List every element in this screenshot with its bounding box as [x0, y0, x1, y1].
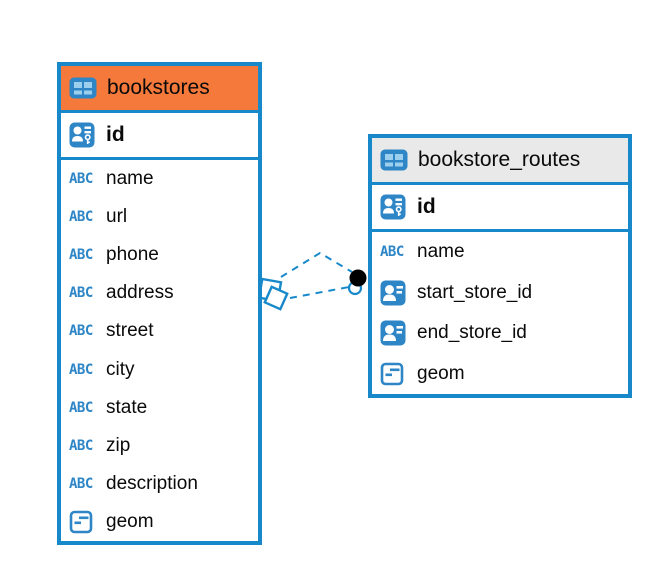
- text-type-icon: ABC: [69, 399, 93, 416]
- table-bookstores[interactable]: bookstores id ABC name ABC url ABC phone: [57, 62, 262, 545]
- header-divider: [372, 182, 628, 185]
- column-row-name[interactable]: ABC name: [372, 232, 628, 273]
- table-icon: [380, 149, 410, 171]
- text-type-icon: ABC: [69, 437, 93, 454]
- column-row-phone[interactable]: ABC phone: [61, 236, 258, 274]
- column-row-id[interactable]: id: [372, 185, 628, 229]
- text-type-icon: ABC: [69, 209, 93, 226]
- column-row-name[interactable]: ABC name: [61, 160, 258, 198]
- column-name: description: [106, 472, 198, 494]
- column-name: state: [106, 396, 148, 418]
- primary-key-icon: [380, 194, 410, 220]
- relation-diamond-marker: [257, 277, 289, 311]
- relation-dot-marker: [347, 269, 367, 296]
- column-row-geom[interactable]: geom: [372, 354, 628, 395]
- column-name: name: [106, 168, 154, 190]
- column-row-start-store-id[interactable]: start_store_id: [372, 273, 628, 314]
- table-header-bookstores[interactable]: bookstores: [61, 66, 258, 110]
- column-name: id: [106, 123, 125, 146]
- foreign-key-icon: [380, 320, 410, 346]
- text-type-icon: ABC: [69, 323, 93, 340]
- column-row-city[interactable]: ABC city: [61, 350, 258, 388]
- text-type-icon: ABC: [69, 361, 93, 378]
- column-name: geom: [106, 510, 154, 532]
- column-name: url: [106, 206, 128, 228]
- column-row-street[interactable]: ABC street: [61, 312, 258, 350]
- column-row-geom[interactable]: geom: [61, 503, 258, 541]
- column-row-address[interactable]: ABC address: [61, 274, 258, 312]
- column-row-end-store-id[interactable]: end_store_id: [372, 313, 628, 354]
- text-type-icon: ABC: [380, 244, 404, 261]
- table-header-bookstore-routes[interactable]: bookstore_routes: [372, 138, 628, 182]
- column-list: ABC name ABC url ABC phone ABC address A…: [61, 160, 258, 541]
- geometry-type-icon: [69, 510, 99, 534]
- text-type-icon: ABC: [69, 285, 93, 302]
- column-row-id[interactable]: id: [61, 113, 258, 157]
- text-type-icon: ABC: [69, 247, 93, 264]
- text-type-icon: ABC: [69, 475, 93, 492]
- column-name: end_store_id: [417, 322, 527, 344]
- table-title: bookstore_routes: [418, 148, 581, 171]
- column-row-description[interactable]: ABC description: [61, 465, 258, 503]
- column-row-state[interactable]: ABC state: [61, 389, 258, 427]
- column-name: address: [106, 282, 174, 304]
- pk-divider: [61, 157, 258, 160]
- column-name: start_store_id: [417, 281, 533, 303]
- pk-divider: [372, 229, 628, 232]
- header-divider: [61, 110, 258, 113]
- text-type-icon: ABC: [69, 171, 93, 188]
- column-row-url[interactable]: ABC url: [61, 198, 258, 236]
- geometry-type-icon: [380, 362, 410, 386]
- column-list: ABC name start_store_id end_store_id ge: [372, 232, 628, 394]
- column-name: city: [106, 358, 135, 380]
- table-icon: [69, 77, 99, 99]
- primary-key-icon: [69, 122, 99, 148]
- column-name: name: [417, 241, 465, 263]
- column-name: id: [417, 195, 436, 218]
- table-title: bookstores: [107, 76, 210, 99]
- column-name: geom: [417, 362, 465, 384]
- foreign-key-icon: [380, 280, 410, 306]
- relation-link-lower[interactable]: [289, 286, 350, 299]
- column-name: phone: [106, 244, 159, 266]
- column-name: zip: [106, 434, 131, 456]
- column-row-zip[interactable]: ABC zip: [61, 427, 258, 465]
- table-bookstore-routes[interactable]: bookstore_routes id ABC name start_store…: [368, 134, 632, 398]
- relation-link-upper[interactable]: [280, 251, 353, 278]
- column-name: street: [106, 320, 154, 342]
